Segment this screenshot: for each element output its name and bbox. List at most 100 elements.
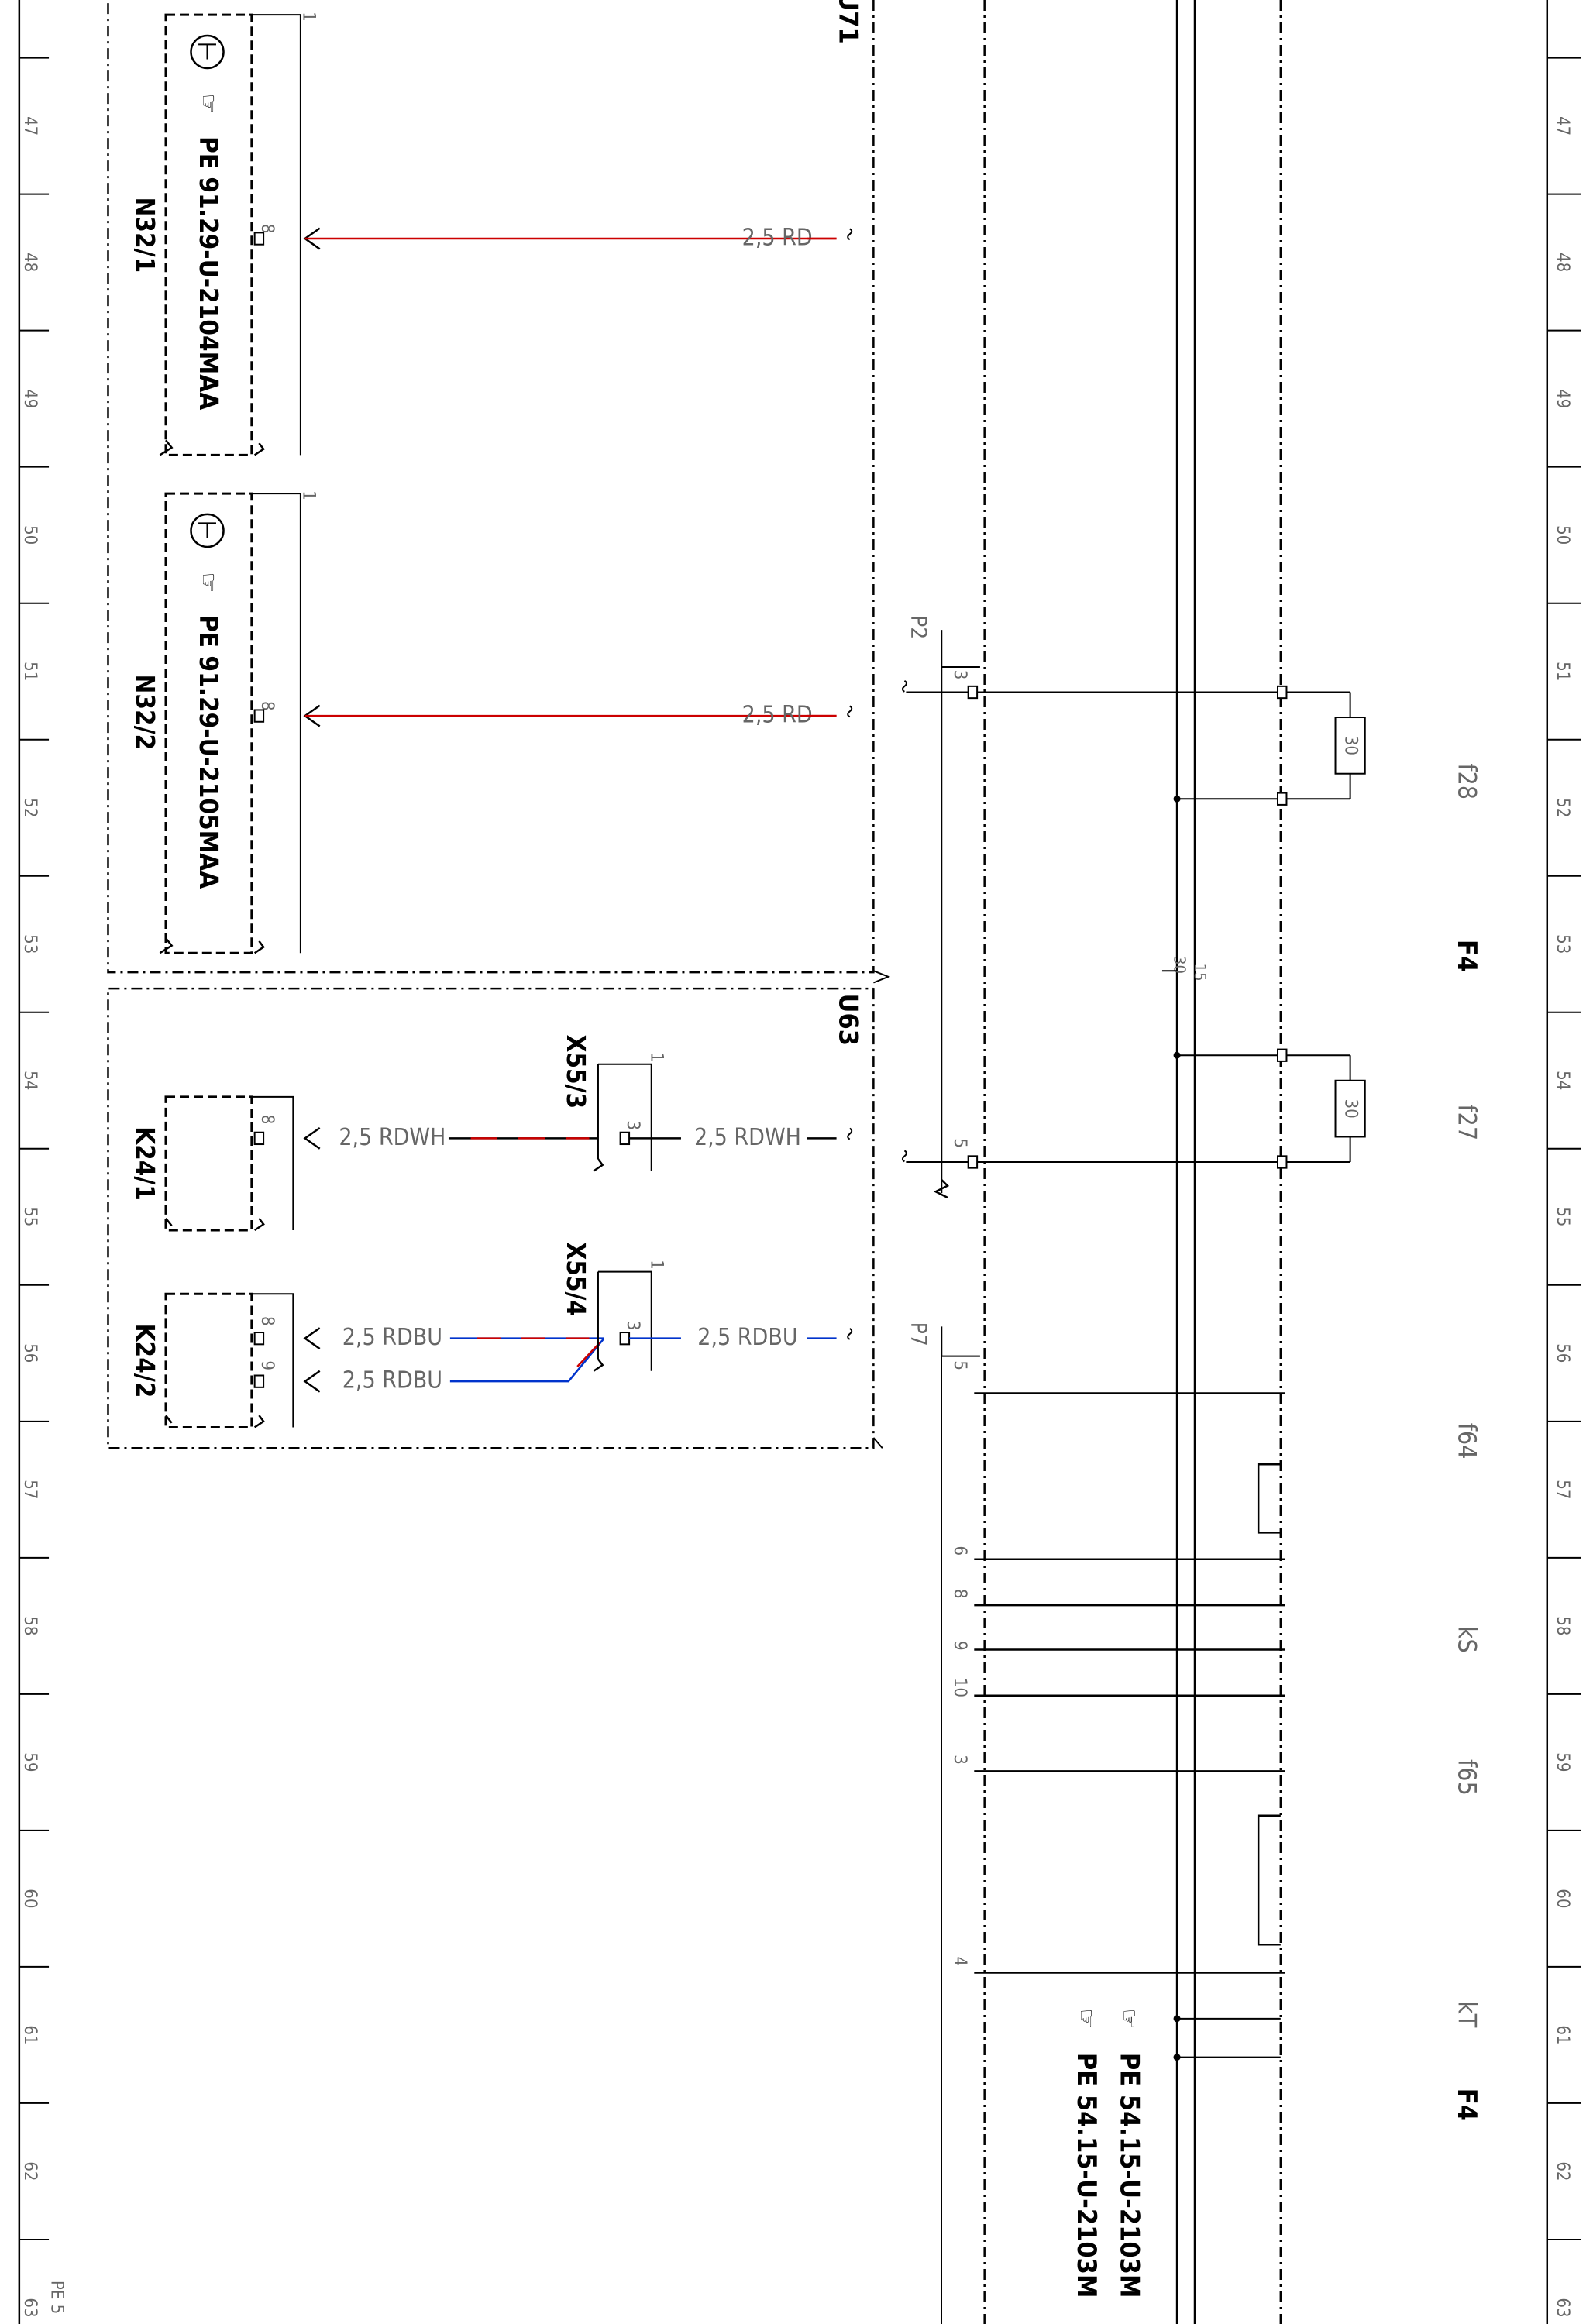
row-number-right: 53 (1553, 934, 1572, 954)
row-number-left: 62 (20, 2161, 40, 2181)
connector-x55_4-label: X55/4 (561, 1242, 591, 1316)
fuse-f28-rating: 30 (1341, 736, 1361, 755)
component-k24-1-label: K24/1 (130, 1126, 160, 1201)
cross-reference-2: PE 54.15-U-2103M (1071, 2053, 1102, 2298)
row-number-left: 59 (20, 1752, 40, 1772)
row-number-right: 47 (1553, 116, 1572, 136)
pin-label: 9 (950, 1641, 969, 1651)
component-n32_2-reference: PE 91.29-U-2105MAA (194, 615, 224, 889)
component-n32_1-zig (159, 439, 174, 456)
component-n32_2-zig2 (253, 940, 265, 954)
row-number-left: 47 (20, 116, 40, 136)
bus-junction (1173, 1051, 1181, 1059)
module-u71-label: U71 (832, 0, 863, 44)
connector-p2-label: P2 (907, 615, 932, 639)
pin-label: 10 (950, 1678, 969, 1697)
wire-label: 2,5 RDBU (697, 1324, 797, 1351)
row-number-right: 61 (1553, 2025, 1572, 2044)
fuse-terminal (1277, 1155, 1288, 1169)
row-number-right: 56 (1553, 1343, 1572, 1363)
wire-label: 2,5 RD (742, 225, 813, 252)
connector-p7-bracket (941, 1326, 980, 1357)
row-number-left: 56 (20, 1343, 40, 1363)
wire-label: 2,5 RDBU (342, 1367, 442, 1394)
row-number-right: 55 (1553, 1207, 1572, 1226)
component-k24_2-zig (165, 1415, 173, 1424)
transistor-icon (190, 34, 225, 70)
fuse-f65-label: f65 (1453, 1759, 1482, 1796)
hand-pointer-icon: ☞ (1116, 2008, 1143, 2029)
connector-x55_4-zig (593, 1358, 604, 1372)
wire-terminator (847, 1328, 853, 1340)
component-k24_1-zig2 (253, 1217, 265, 1232)
fuse-kt-label: kT (1453, 2001, 1482, 2028)
row-number-left: 55 (20, 1207, 40, 1226)
row-number-left: 51 (20, 662, 40, 681)
hand-pointer-icon: ☞ (1072, 2008, 1099, 2029)
pin-label: 8 (257, 224, 277, 234)
module-u63-label: U63 (832, 994, 863, 1046)
hand-pointer-icon: ☞ (194, 93, 222, 114)
fuse-terminal (1277, 792, 1288, 806)
row-number-left: 49 (20, 389, 40, 408)
row-number-right: 57 (1553, 1480, 1572, 1499)
wire-terminator (847, 1127, 853, 1140)
wire-label: 2,5 RDBU (342, 1324, 442, 1351)
row-number-right: 59 (1553, 1752, 1572, 1772)
fuse-terminal (1277, 685, 1288, 700)
bus-junction (1173, 795, 1181, 803)
fuse-f65-element (1257, 1814, 1281, 1946)
connector-x55_3-outline (597, 1063, 652, 1171)
row-number-left: 57 (20, 1480, 40, 1499)
component-n32_1-box (164, 13, 253, 456)
component-n32_1-reference: PE 91.29-U-2104MAA (194, 136, 224, 410)
pin-terminal (253, 232, 265, 246)
component-n32_2-box (164, 492, 253, 954)
pin-label: 3 (623, 1321, 642, 1331)
component-k24-2-label: K24/2 (130, 1324, 160, 1398)
bus-label-15: 15 (1191, 964, 1209, 982)
pin-label: 3 (950, 670, 969, 680)
wire-terminator (901, 679, 907, 693)
fuse-terminal (1277, 1048, 1288, 1062)
pin-label: 4 (950, 1957, 969, 1967)
pin-label: 6 (950, 1546, 969, 1556)
component-n32_2-label: N32/2 (130, 675, 160, 751)
component-n32_1-label: N32/1 (130, 197, 160, 273)
wire-label: 2,5 RDWH (694, 1124, 801, 1151)
pin-label: 5 (950, 1360, 969, 1370)
wire-red-segment (576, 1342, 600, 1367)
pin-label: 8 (950, 1589, 969, 1599)
pin-label: 8 (257, 701, 277, 711)
pin-terminal (967, 1155, 979, 1169)
wire-terminator (901, 1150, 907, 1163)
pin-arrow (303, 1327, 321, 1350)
component-k24_1-outline (251, 1095, 294, 1231)
row-number-right: 49 (1553, 389, 1572, 408)
row-number-left: 54 (20, 1071, 40, 1090)
row-number-right: 58 (1553, 1616, 1572, 1635)
row-number-left: 60 (20, 1889, 40, 1908)
component-k24_1-box (164, 1095, 253, 1232)
component-k24_2-zig2 (253, 1415, 265, 1428)
row-number-left: 50 (20, 525, 40, 545)
component-n32_1-zig2 (253, 442, 265, 456)
pin-label: 1 (298, 12, 318, 22)
pin-terminal (967, 685, 979, 700)
row-number-right: 52 (1553, 798, 1572, 817)
wire-label: 2,5 RD (742, 702, 813, 729)
row-number-right: 62 (1553, 2161, 1572, 2181)
pin-terminal (253, 1332, 265, 1346)
fuse-f28-label: f28 (1453, 763, 1482, 799)
pin-label: 1 (646, 1260, 666, 1270)
wire-label: 2,5 RDWH (339, 1124, 446, 1151)
connector-p7-label: P7 (907, 1322, 932, 1346)
pin-terminal (253, 1374, 265, 1388)
transistor-icon (190, 513, 225, 548)
bus-junction (1173, 2015, 1181, 2023)
row-number-left: 61 (20, 2025, 40, 2044)
pin-label: 9 (257, 1360, 277, 1370)
row-number-right: 51 (1553, 662, 1572, 681)
